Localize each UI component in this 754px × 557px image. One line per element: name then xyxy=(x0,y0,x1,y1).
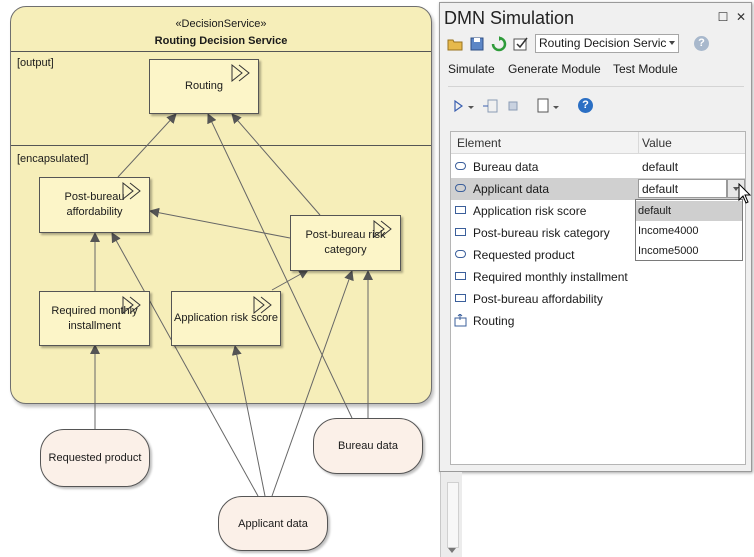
dropdown-option[interactable]: Income4000 xyxy=(636,221,742,241)
applicant-data-label: Applicant data xyxy=(238,518,308,530)
value-combo-text: default xyxy=(642,182,678,196)
service-name: Routing Decision Service xyxy=(11,35,431,47)
close-panel-button[interactable]: ✕ xyxy=(734,10,748,24)
decision-post-bureau-affordability[interactable]: Post-bureau affordability xyxy=(39,177,150,233)
decision-service-select-value: Routing Decision Servic xyxy=(539,36,666,50)
vertical-scrollbar[interactable] xyxy=(440,472,462,557)
row-label: Routing xyxy=(473,314,514,328)
open-folder-icon[interactable] xyxy=(447,36,463,52)
input-data-icon xyxy=(455,184,466,192)
table-row[interactable]: Required monthly installment xyxy=(451,266,745,288)
decision-icon xyxy=(455,206,466,214)
table-row-selected[interactable]: Applicant data default xyxy=(451,178,745,200)
decision-routing[interactable]: Routing xyxy=(149,59,259,114)
decision-marker-icon xyxy=(252,296,274,314)
column-separator[interactable] xyxy=(638,132,639,153)
decision-marker-icon xyxy=(372,220,394,238)
column-header-value[interactable]: Value xyxy=(642,136,672,150)
tab-test-module[interactable]: Test Module xyxy=(613,62,678,76)
grid-header: Element Value xyxy=(451,132,745,154)
decision-marker-icon xyxy=(121,296,143,314)
input-bureau-data[interactable]: Bureau data xyxy=(313,418,423,474)
simulation-grid: Element Value Bureau data default Applic… xyxy=(450,131,746,465)
decision-marker-icon xyxy=(230,64,252,82)
output-icon xyxy=(454,314,468,327)
input-requested-product[interactable]: Requested product xyxy=(40,429,150,487)
float-window-button[interactable]: ☐ xyxy=(716,10,730,24)
affordability-label-line2: affordability xyxy=(65,205,125,220)
value-dropdown-list: default Income4000 Income5000 xyxy=(635,199,743,261)
affordability-label-line1: Post-bureau xyxy=(65,190,125,205)
row-label: Application risk score xyxy=(473,204,586,218)
stop-icon[interactable] xyxy=(505,98,521,114)
input-applicant-data[interactable]: Applicant data xyxy=(218,496,328,551)
decision-post-bureau-risk-category[interactable]: Post-bureau risk category xyxy=(290,215,401,271)
installment-label-line2: installment xyxy=(51,319,137,334)
row-label: Required monthly installment xyxy=(473,270,628,284)
service-divider-middle xyxy=(11,145,431,146)
step-into-icon[interactable] xyxy=(482,98,498,114)
panel-title: DMN Simulation xyxy=(444,8,574,29)
decision-routing-label: Routing xyxy=(185,79,223,94)
validate-icon[interactable] xyxy=(513,36,529,52)
help-icon[interactable]: ? xyxy=(694,36,709,51)
row-label: Requested product xyxy=(473,248,574,262)
column-header-element[interactable]: Element xyxy=(457,136,501,150)
row-value[interactable]: default xyxy=(642,160,678,174)
decision-icon xyxy=(455,228,466,236)
scroll-down-icon[interactable] xyxy=(448,548,456,553)
run-dropdown-icon[interactable] xyxy=(452,98,476,114)
tab-generate-module[interactable]: Generate Module xyxy=(508,62,601,76)
dropdown-option[interactable]: default xyxy=(636,201,742,221)
input-data-icon xyxy=(455,250,466,258)
row-label: Bureau data xyxy=(473,160,538,174)
chevron-down-icon xyxy=(669,41,675,45)
row-label: Post-bureau risk category xyxy=(473,226,610,240)
value-combo-field[interactable]: default xyxy=(638,179,727,198)
service-stereotype: «DecisionService» xyxy=(11,18,431,30)
encapsulated-compartment-label: [encapsulated] xyxy=(17,153,89,165)
tabs-divider xyxy=(448,86,744,87)
service-divider-top xyxy=(11,51,431,52)
decision-application-risk-score[interactable]: Application risk score xyxy=(171,291,281,346)
dropdown-option[interactable]: Income5000 xyxy=(636,241,742,261)
decision-service-select[interactable]: Routing Decision Servic xyxy=(535,34,679,53)
output-compartment-label: [output] xyxy=(17,57,54,69)
diagram-canvas: «DecisionService» Routing Decision Servi… xyxy=(0,0,440,557)
input-data-icon xyxy=(455,162,466,170)
requested-product-label: Requested product xyxy=(49,452,142,464)
save-icon[interactable] xyxy=(469,36,485,52)
row-label: Applicant data xyxy=(473,182,549,196)
tab-simulate[interactable]: Simulate xyxy=(448,62,495,76)
row-label: Post-bureau affordability xyxy=(473,292,603,306)
table-row[interactable]: Routing xyxy=(451,310,745,332)
decision-icon xyxy=(455,272,466,280)
decision-marker-icon xyxy=(121,182,143,200)
decision-required-monthly-installment[interactable]: Required monthly installment xyxy=(39,291,150,346)
refresh-icon[interactable] xyxy=(491,36,507,52)
document-dropdown-icon[interactable] xyxy=(535,98,561,114)
bureau-data-label: Bureau data xyxy=(338,440,398,452)
scrollbar-track[interactable] xyxy=(447,482,459,548)
simulation-help-icon[interactable]: ? xyxy=(578,98,593,113)
table-row[interactable]: Bureau data default xyxy=(451,156,745,178)
risk-category-label-line2: category xyxy=(305,243,385,258)
table-row[interactable]: Post-bureau affordability xyxy=(451,288,745,310)
decision-icon xyxy=(455,294,466,302)
mouse-pointer-icon xyxy=(738,183,752,205)
